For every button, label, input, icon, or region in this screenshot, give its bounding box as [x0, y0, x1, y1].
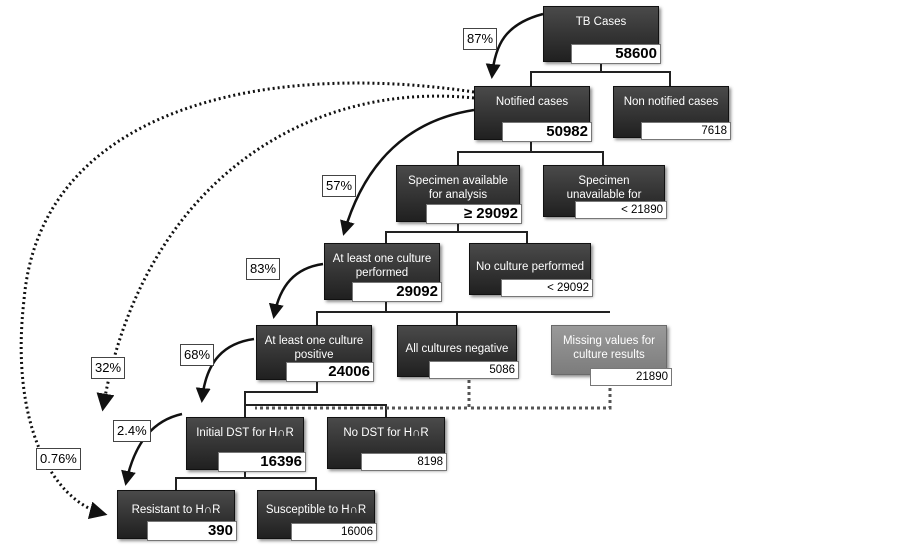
node-all-cultures-negative: All cultures negative 5086: [397, 325, 519, 379]
node-initial-dst: Initial DST for H∩R 16396: [186, 417, 306, 472]
node-label: No culture performed: [475, 261, 585, 273]
node-value: 8198: [361, 453, 447, 471]
node-value: 58600: [571, 44, 661, 64]
node-label: Specimen available for analysis: [408, 175, 508, 201]
node-label: TB Cases: [575, 16, 627, 28]
node-value: < 29092: [501, 279, 593, 297]
node-value: < 21890: [575, 201, 667, 219]
node-label: No DST for H∩R: [343, 427, 429, 439]
node-non-notified-cases: Non notified cases 7618: [613, 86, 731, 140]
node-label: At least one culture positive: [264, 335, 364, 361]
tree-connector: [385, 222, 528, 243]
node-value: 29092: [352, 282, 442, 302]
node-tb-cases: TB Cases 58600: [543, 6, 661, 64]
node-notified-cases: Notified cases 50982: [474, 86, 592, 142]
pct-label-57: 57%: [322, 175, 357, 197]
node-susceptible: Susceptible to H∩R 16006: [257, 490, 377, 541]
arrow-68: [195, 337, 255, 403]
arrow-57: [340, 108, 475, 236]
pct-label-83: 83%: [246, 258, 281, 280]
pct-label-68: 68%: [180, 344, 215, 366]
node-resistant: Resistant to H∩R 390: [117, 490, 237, 541]
dotted-connector: [469, 388, 612, 410]
dotted-connector: [255, 380, 471, 410]
node-missing-values: Missing values for culture results 21890: [551, 325, 672, 386]
tree-connector: [175, 470, 317, 490]
node-label: Susceptible to H∩R: [265, 504, 367, 516]
node-specimen-available: Specimen available for analysis ≥ 29092: [396, 165, 522, 224]
tree-connector: [530, 62, 671, 86]
pct-label-2.4: 2.4%: [113, 420, 151, 442]
arrow-83: [268, 262, 324, 319]
node-value: 24006: [286, 362, 374, 382]
node-label: Missing values for culture results: [562, 335, 656, 361]
pct-label-0.76: 0.76%: [36, 448, 81, 470]
node-value: 7618: [641, 122, 731, 140]
tree-connector: [457, 140, 604, 165]
node-no-dst: No DST for H∩R 8198: [327, 417, 447, 471]
node-no-culture-performed: No culture performed < 29092: [469, 243, 593, 297]
arrow-87: [485, 12, 544, 79]
node-label: Non notified cases: [623, 96, 719, 108]
node-label: Initial DST for H∩R: [196, 427, 294, 439]
node-label: Resistant to H∩R: [131, 504, 221, 516]
node-label: At least one culture performed: [332, 253, 432, 279]
dotted-arrow-0.76: [19, 81, 475, 520]
node-label: All cultures negative: [405, 343, 509, 355]
node-specimen-unavailable: Specimen unavailable for analysis < 2189…: [543, 165, 667, 219]
node-culture-positive: At least one culture positive 24006: [256, 325, 374, 382]
node-value: 21890: [590, 368, 672, 386]
tree-connector: [316, 300, 610, 325]
pct-label-32: 32%: [91, 357, 126, 379]
node-value: 50982: [502, 122, 592, 142]
node-value: 390: [147, 521, 237, 541]
pct-label-87: 87%: [463, 28, 498, 50]
node-culture-performed: At least one culture performed 29092: [324, 243, 442, 302]
node-value: 5086: [429, 361, 519, 379]
node-value: ≥ 29092: [426, 204, 522, 224]
tree-connector: [244, 380, 387, 417]
node-value: 16006: [291, 523, 377, 541]
node-label: Notified cases: [495, 96, 569, 108]
node-value: 16396: [218, 452, 306, 472]
